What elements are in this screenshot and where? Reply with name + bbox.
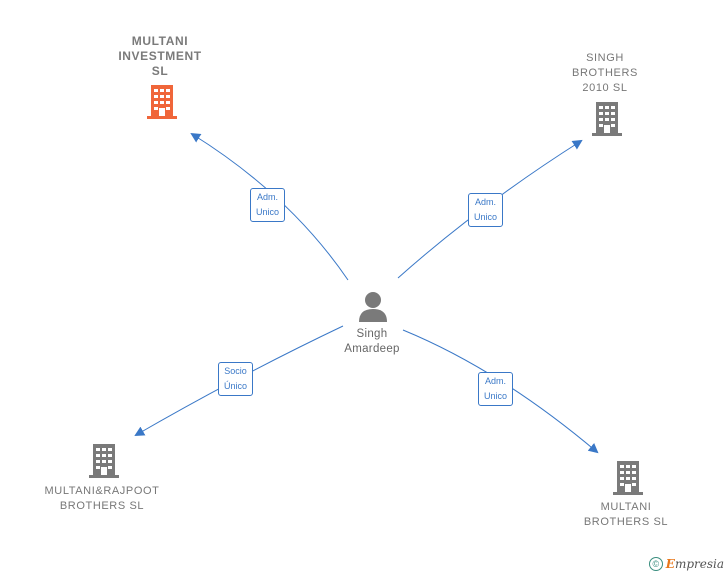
node-label-person[interactable]: Singh Amardeep	[344, 328, 400, 355]
edge-label-adm-unico[interactable]: Adm. Unico	[250, 188, 286, 222]
building-icon[interactable]	[591, 101, 623, 137]
node-label-multani-brothers[interactable]: MULTANI BROTHERS SL	[583, 501, 669, 528]
copyright-icon: ©	[648, 557, 663, 571]
node-label-multani-investment[interactable]: MULTANI INVESTMENT SL	[118, 34, 202, 78]
brand-logo[interactable]: Empresia	[665, 557, 724, 571]
node-label-multani-rajpoot[interactable]: MULTANI&RAJPOOT BROTHERS SL	[44, 485, 160, 512]
edge-label-socio-unico[interactable]: Socio Único	[218, 362, 254, 396]
edge-label-adm-unico[interactable]: Adm. Unico	[468, 193, 504, 227]
edge-label-adm-unico[interactable]: Adm. Unico	[478, 372, 514, 406]
node-label-singh-brothers[interactable]: SINGH BROTHERS 2010 SL	[572, 52, 638, 94]
building-icon[interactable]	[88, 443, 120, 479]
footer-brand: © Empresia	[648, 557, 724, 571]
person-icon[interactable]	[358, 291, 388, 323]
building-icon[interactable]	[612, 460, 644, 496]
building-icon[interactable]	[146, 84, 178, 120]
